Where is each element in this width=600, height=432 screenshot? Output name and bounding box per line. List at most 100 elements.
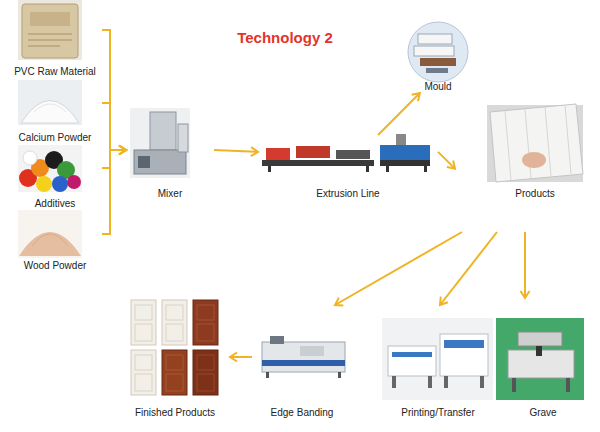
mixer-machine-part (138, 156, 150, 168)
extrusion-line-machine-part (396, 134, 406, 145)
calcium-powder-photo-part (18, 80, 82, 125)
flow-arrow (335, 232, 462, 305)
additives-photo-part (52, 176, 68, 192)
node-caption: Finished Products (120, 407, 230, 419)
node-caption: Products (487, 188, 583, 200)
door-products-photo-part (197, 355, 214, 370)
extrusion-line-machine-part (266, 148, 290, 160)
door-products-photo-part (166, 355, 183, 370)
additives-photo-part (67, 175, 81, 189)
door-products-photo-part (166, 305, 183, 320)
door-products-photo-part (135, 324, 152, 341)
calcium-powder-photo-part (21, 101, 79, 124)
printing-machine-photo-part (440, 334, 488, 376)
products-photo-part (522, 152, 546, 168)
flow-arrow (102, 150, 126, 168)
extrusion-line-machine-part (380, 145, 430, 160)
products-photo-part (490, 104, 583, 182)
printing-machine-photo-part (444, 376, 448, 388)
mould-photo-part (426, 68, 448, 73)
door-products-photo-part (193, 300, 218, 345)
door-products-photo-part (166, 324, 183, 341)
raw-material-item: Additives (8, 145, 102, 209)
printing-machine-photo (382, 318, 493, 400)
flow-arrow (214, 150, 258, 152)
process-step: Printing/Transfer (378, 305, 498, 419)
node-caption: Mixer (126, 188, 214, 200)
flow-arrow (440, 232, 497, 305)
edge-banding-machine-part (300, 346, 324, 356)
pvc-sack-photo-part (28, 40, 72, 41)
engraving-machine-photo-part (512, 378, 516, 392)
additives-photo-part (18, 145, 82, 192)
extrusion-line-machine-part (296, 146, 330, 158)
pvc-sack-photo-part (18, 0, 82, 60)
flow-arrow (102, 30, 126, 150)
door-products-photo-part (197, 324, 214, 341)
door-products-photo-part (135, 305, 152, 320)
printing-machine-photo-part (480, 376, 484, 388)
engraving-machine-photo (496, 318, 584, 400)
door-products-photo (131, 300, 218, 395)
raw-material-item: PVC Raw Material (8, 0, 102, 78)
mould-photo-part (408, 22, 468, 82)
extrusion-line-machine-part (262, 160, 374, 166)
mould-photo-part (420, 58, 456, 66)
engraving-machine-photo-part (518, 332, 562, 346)
calcium-powder-photo-part (34, 104, 66, 112)
products-photo-part (545, 107, 551, 176)
mould-photo-part (418, 34, 452, 44)
product-item: Products (455, 100, 588, 232)
mixer-machine-part (150, 112, 176, 150)
process-step: Extrusion Line (258, 135, 438, 200)
edge-banding-machine-part (338, 372, 341, 378)
mixer-machine-part (134, 150, 186, 174)
flow-arrow (230, 356, 252, 358)
pvc-sack-photo (18, 0, 82, 60)
wood-powder-photo-part (18, 210, 82, 258)
products-photo (487, 104, 583, 182)
node-caption: Calcium Powder (8, 132, 102, 144)
extrusion-line-machine-part (380, 160, 430, 166)
wood-powder-photo-part (32, 234, 68, 246)
printing-machine-photo-part (382, 318, 493, 400)
door-products-photo-part (131, 300, 156, 345)
door-products-photo-part (131, 350, 156, 395)
extrusion-line-machine (262, 134, 430, 172)
edge-banding-machine-part (270, 336, 284, 344)
mixer-machine-part (130, 108, 190, 178)
wood-powder-photo-part (19, 232, 81, 256)
node-caption: Printing/Transfer (378, 407, 498, 419)
calcium-powder-photo (18, 80, 82, 125)
node-caption: Grave (498, 407, 588, 419)
printing-machine-photo-part (392, 352, 432, 357)
flow-arrow (102, 150, 126, 234)
printing-machine-photo-part (428, 376, 432, 388)
additives-photo (18, 145, 82, 192)
mixer-machine-part (178, 124, 188, 152)
edge-banding-machine (262, 336, 345, 378)
door-products-photo-part (162, 350, 187, 395)
products-photo-part (487, 105, 583, 182)
products-photo-part (565, 105, 571, 174)
tool-item: Mould (400, 20, 476, 93)
flow-arrow (102, 103, 126, 150)
door-products-photo-part (197, 305, 214, 320)
extrusion-line-machine-part (424, 166, 427, 172)
printing-machine-photo-part (388, 346, 436, 376)
process-step: Edge Banding (252, 305, 352, 419)
door-products-photo-part (166, 374, 183, 391)
edge-banding-machine-part (266, 372, 269, 378)
door-products-photo-part (193, 350, 218, 395)
process-step: Mixer (126, 103, 214, 200)
product-item: Finished Products (120, 296, 230, 419)
mould-photo (408, 22, 468, 82)
flow-arrow (438, 152, 455, 169)
printing-machine-photo-part (444, 340, 484, 348)
node-caption: PVC Raw Material (8, 66, 102, 78)
node-caption: Extrusion Line (258, 188, 438, 200)
mould-photo-part (414, 46, 454, 56)
pvc-sack-photo-part (28, 34, 72, 35)
